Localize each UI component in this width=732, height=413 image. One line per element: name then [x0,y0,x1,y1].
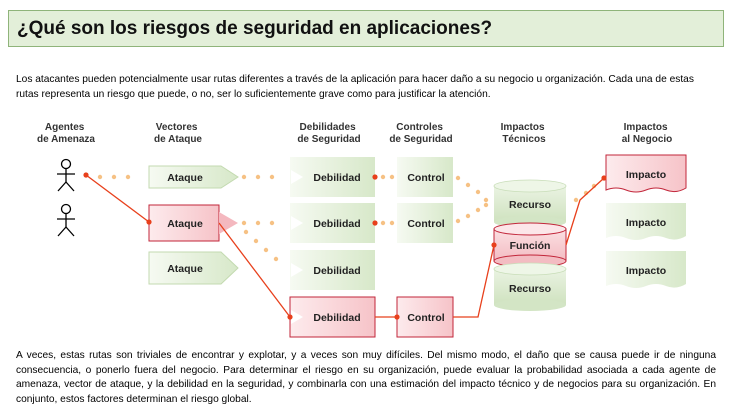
resource-1: Recurso [509,199,551,211]
svg-text:Debilidad: Debilidad [313,172,360,184]
svg-text:Control: Control [407,172,444,184]
business-impact-1-highlighted: Impacto [605,154,687,193]
business-impact-2: Impacto [606,203,686,240]
svg-text:Debilidad: Debilidad [313,218,360,230]
svg-text:Impacto: Impacto [626,265,666,277]
title-bar: ¿Qué son los riesgos de seguridad en apl… [8,10,724,47]
header-controls: Controles de Seguridad [389,122,452,145]
header-business-impacts: Impactos al Negocio [622,122,673,145]
weakness-3: Debilidad [290,250,375,290]
header-agents: Agentes de Amenaza [37,122,95,145]
svg-text:Control: Control [407,312,444,324]
svg-text:Ataque: Ataque [167,218,203,230]
svg-text:Impacto: Impacto [626,169,666,181]
svg-text:Ataque: Ataque [167,263,203,275]
threat-agent-1-icon [57,158,75,192]
dotted-paths [97,174,597,262]
attack-vector-2-highlighted: Ataque [148,204,238,242]
resource-2: Recurso [509,283,551,295]
function-highlighted: Función [510,240,551,252]
control-2: Control [397,203,453,243]
threat-agent-2-icon [57,203,75,237]
control-1: Control [397,157,453,197]
control-3-highlighted: Control [396,296,454,338]
path-nodes [83,172,607,320]
weakness-4-highlighted: Debilidad [289,296,376,338]
header-tech-impacts: Impactos Técnicos [501,122,548,145]
header-vectors: Vectores de Ataque [154,122,202,145]
business-impact-3: Impacto [606,251,686,288]
svg-text:Debilidad: Debilidad [313,312,360,324]
svg-text:Impacto: Impacto [626,217,666,229]
weakness-1: Debilidad [290,157,375,197]
intro-paragraph: Los atacantes pueden potencialmente usar… [16,74,694,100]
active-attack-path [85,174,605,318]
page-title: ¿Qué son los riesgos de seguridad en apl… [17,18,493,39]
attack-vector-3: Ataque [148,251,239,285]
attack-vector-1: Ataque [148,165,239,189]
conclusion-paragraph: A veces, estas rutas son triviales de en… [16,350,716,405]
technical-impacts-stack: Recurso Función Recurso [493,179,567,311]
header-weaknesses: Debilidades de Seguridad [297,122,360,145]
weakness-2: Debilidad [290,203,375,243]
svg-text:Debilidad: Debilidad [313,265,360,277]
svg-text:Ataque: Ataque [167,172,203,184]
svg-text:Control: Control [407,218,444,230]
